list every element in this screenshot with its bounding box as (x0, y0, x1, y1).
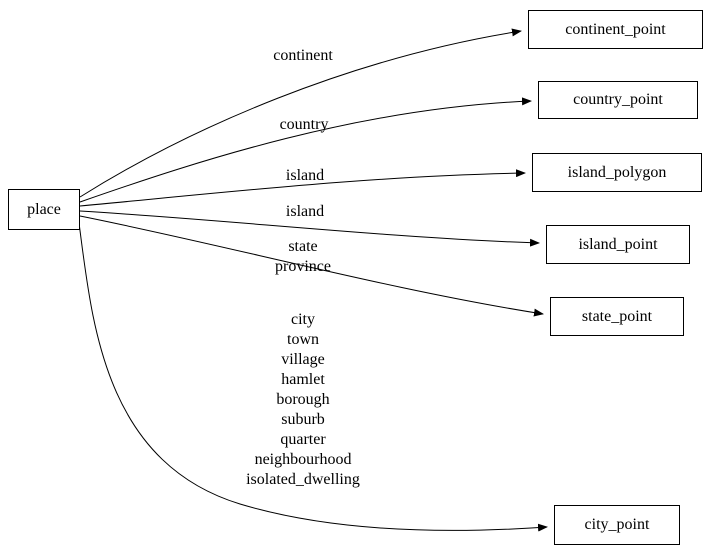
edge-label-line: continent (273, 47, 333, 64)
edge-label-line: neighbourhood (254, 451, 352, 468)
edge-label-line: quarter (280, 431, 326, 448)
edge-label-line: state (288, 238, 318, 255)
edge-place-island_point (79, 210, 540, 247)
node-city-point: city_point (554, 505, 680, 545)
edge-label-country: country (254, 115, 354, 135)
edge-place-island_polygon (79, 169, 526, 207)
edge-label-island-point: island (255, 202, 355, 222)
node-continent-point: continent_point (528, 10, 703, 49)
edge-label-continent: continent (253, 46, 353, 66)
edge-label-line: town (287, 331, 319, 348)
edge-label-line: hamlet (281, 371, 325, 388)
node-country-point: country_point (538, 81, 698, 119)
node-island-point: island_point (546, 225, 690, 264)
edge-label-island-polygon: island (255, 166, 355, 186)
edge-label-line: island (285, 167, 325, 184)
node-island-point-label: island_point (578, 235, 658, 253)
node-state-point-label: state_point (581, 307, 653, 325)
node-continent-point-label: continent_point (565, 20, 666, 38)
edge-label-line: island (285, 203, 325, 220)
edge-label-line: village (281, 351, 325, 368)
edge-label-city-group: city town village hamlet borough suburb … (213, 310, 393, 490)
node-country-point-label: country_point (573, 91, 663, 108)
edge-place-continent_point (79, 28, 522, 198)
node-city-point-label: city_point (584, 516, 650, 533)
edge-label-state-province: state province (253, 237, 353, 277)
edge-label-line: suburb (281, 411, 325, 428)
edge-label-line: borough (276, 391, 330, 408)
edge-place-country_point (79, 97, 532, 203)
edge-label-line: city (291, 311, 315, 328)
node-place-label: place (27, 200, 61, 218)
edge-label-line: isolated_dwelling (246, 471, 360, 488)
node-island-polygon-label: island_polygon (567, 163, 667, 181)
edge-label-line: country (279, 116, 329, 133)
edge-place-city_point (78, 222, 548, 532)
edge-place-state_point (79, 215, 544, 317)
node-place: place (8, 189, 80, 230)
node-island-polygon: island_polygon (532, 153, 702, 192)
edge-label-line: province (275, 258, 331, 275)
node-state-point: state_point (550, 297, 684, 336)
